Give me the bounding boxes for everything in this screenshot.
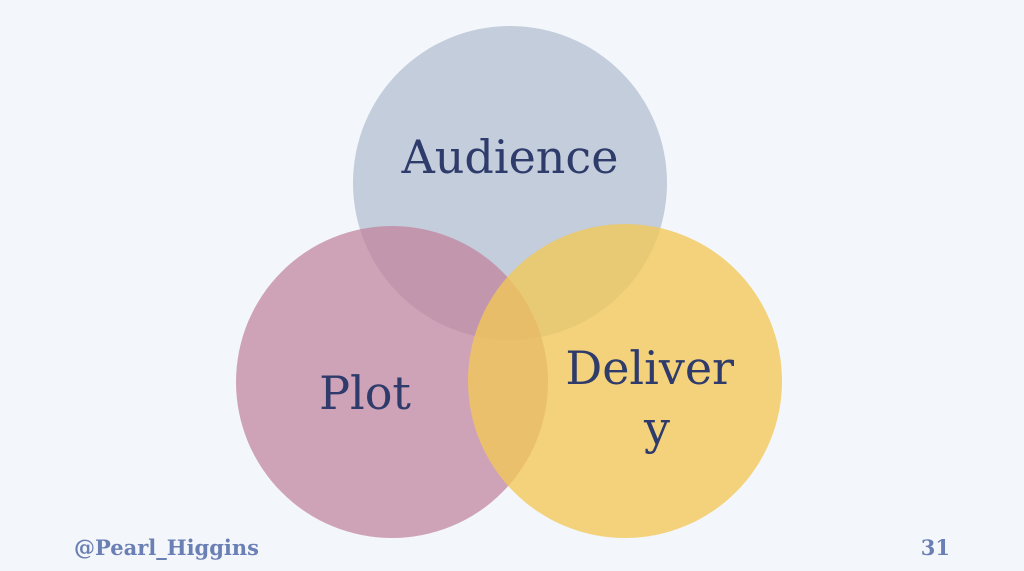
label-delivery-line-1: Deliver bbox=[565, 341, 734, 395]
author-handle: @Pearl_Higgins bbox=[74, 535, 259, 560]
label-delivery-line-2: y bbox=[643, 401, 670, 455]
label-plot-line-1: Plot bbox=[319, 366, 411, 420]
label-audience: Audience bbox=[401, 130, 619, 184]
label-audience-line-1: Audience bbox=[401, 130, 619, 184]
circle-delivery bbox=[468, 224, 782, 538]
label-delivery: Deliver y bbox=[565, 341, 748, 455]
circle-plot bbox=[236, 226, 548, 538]
page-number: 31 bbox=[920, 535, 950, 560]
label-plot: Plot bbox=[319, 366, 411, 420]
